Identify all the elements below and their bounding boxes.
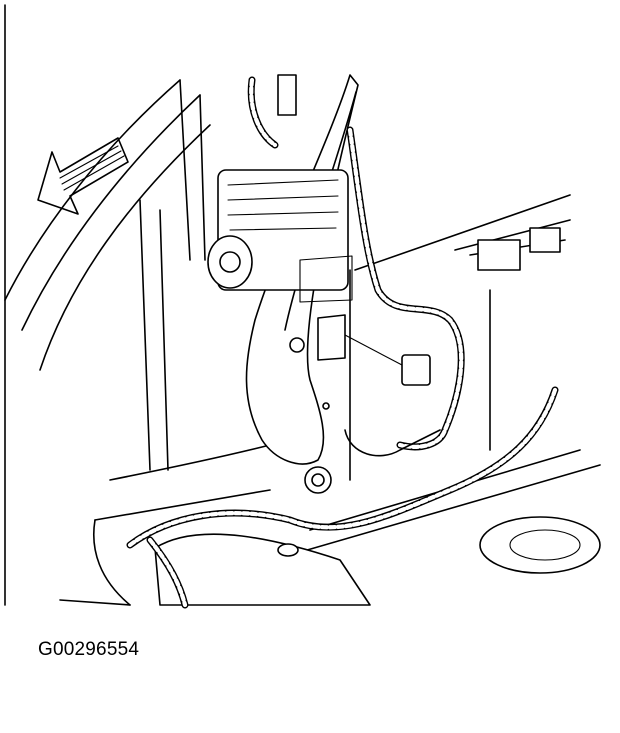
connector-bracket (289, 314, 431, 410)
retractor-assembly (207, 74, 353, 303)
vehicle-body-diagram (4, 4, 601, 609)
figure-code: G00296554 (38, 639, 140, 660)
wiring-harness (126, 76, 559, 609)
inner-panel (289, 194, 601, 574)
anchor-bolt (304, 466, 332, 494)
direction-arrow (37, 137, 129, 215)
body-panel (4, 4, 271, 606)
floor-section (154, 533, 371, 606)
